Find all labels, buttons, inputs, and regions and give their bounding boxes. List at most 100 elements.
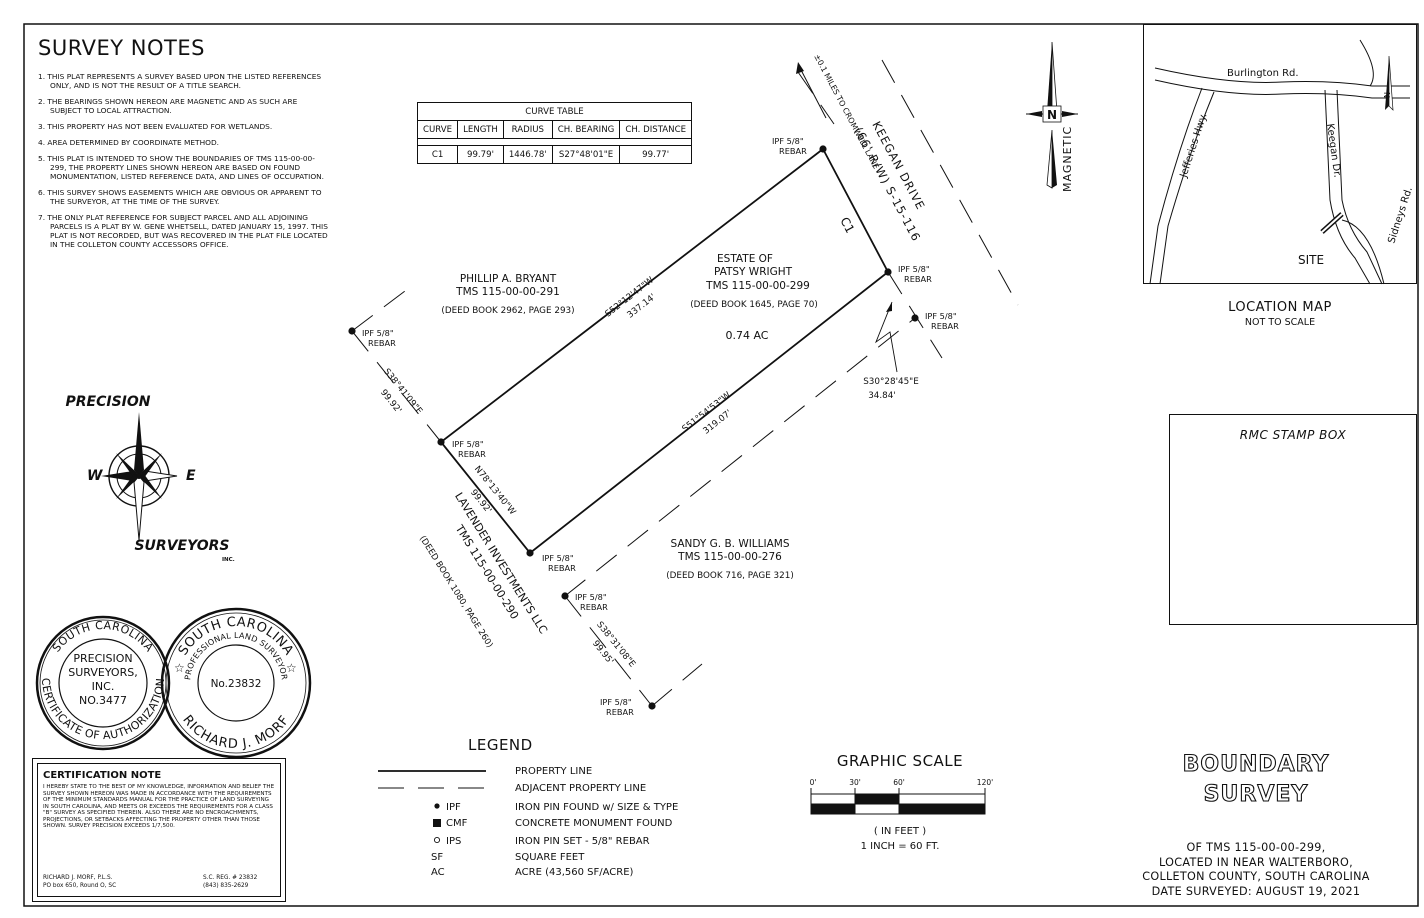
curve-label: C1 bbox=[837, 215, 857, 236]
graphic-scale-caption: ( IN FEET ) 1 INCH = 60 FT. bbox=[800, 824, 1000, 854]
pin-sub-sw: REBAR bbox=[580, 602, 608, 612]
title-sub-line: LOCATED IN NEAR WALTERBORO, bbox=[1159, 855, 1353, 869]
pin-sub-e: REBAR bbox=[904, 274, 932, 284]
pin-sub-s: REBAR bbox=[548, 563, 576, 573]
road-row-line-west bbox=[797, 71, 835, 125]
curve-table-cell: 1446.78' bbox=[502, 145, 553, 164]
graphic-scale-bar bbox=[810, 788, 986, 815]
seal2-star-left: ☆ bbox=[174, 661, 185, 675]
title-sub-line: COLLETON COUNTY, SOUTH CAROLINA bbox=[1142, 870, 1370, 883]
seal1-line3: INC. bbox=[92, 680, 115, 693]
iron-pin-ne bbox=[819, 145, 827, 153]
survey-notes-list: 1. THIS PLAT REPRESENTS A SURVEY BASED U… bbox=[38, 72, 328, 256]
pin-label-sw2: IPF 5/8" bbox=[600, 697, 632, 707]
tie-dist: 34.84' bbox=[868, 391, 896, 401]
compass-e: E bbox=[186, 468, 196, 484]
site-marker bbox=[1320, 212, 1344, 234]
adjacent-line-sw-ext bbox=[651, 663, 703, 707]
company-top: PRECISION bbox=[66, 394, 151, 410]
scale-tick-0: 0' bbox=[810, 778, 817, 787]
curve-table-header: CH. BEARING bbox=[551, 120, 621, 139]
pin-sub-sw2: REBAR bbox=[606, 707, 634, 717]
survey-note: 1. THIS PLAT REPRESENTS A SURVEY BASED U… bbox=[38, 72, 322, 90]
legend-text-6: ACRE (43,560 SF/ACRE) bbox=[515, 867, 634, 878]
williams-name: SANDY G. B. WILLIAMS bbox=[670, 538, 789, 550]
rmc-stamp-box bbox=[1169, 414, 1417, 625]
pin-sub-nw: REBAR bbox=[368, 338, 396, 348]
seal2-star-right: ☆ bbox=[286, 661, 297, 675]
compass-w: W bbox=[87, 468, 103, 484]
survey-note: 4. AREA DETERMINED BY COORDINATE METHOD. bbox=[38, 138, 219, 147]
scale-tick-60: 60' bbox=[893, 778, 905, 787]
curve-table-cell: 99.77' bbox=[619, 145, 693, 164]
curve-table-header: CH. DISTANCE bbox=[619, 120, 693, 139]
pin-label-nw: IPF 5/8" bbox=[362, 328, 394, 338]
compass-rose-icon bbox=[101, 412, 178, 541]
graphic-scale-title: GRAPHIC SCALE bbox=[836, 752, 964, 770]
legend-sym-cmf: CMF bbox=[446, 818, 468, 829]
pin-label-sw: IPF 5/8" bbox=[575, 592, 607, 602]
survey-note: 5. THIS PLAT IS INTENDED TO SHOW THE BOU… bbox=[38, 154, 325, 181]
legend-text-2: IRON PIN FOUND w/ SIZE & TYPE bbox=[515, 802, 678, 813]
scale-tick-120: 120' bbox=[977, 778, 993, 787]
iron-pin-sw bbox=[561, 592, 569, 600]
legend-text-0: PROPERTY LINE bbox=[515, 766, 592, 777]
subject-tms: TMS 115-00-00-299 bbox=[705, 280, 810, 292]
survey-note: 7. THE ONLY PLAT REFERENCE FOR SUBJECT P… bbox=[38, 213, 328, 249]
subject-property-line bbox=[439, 148, 890, 555]
pin-label-s: IPF 5/8" bbox=[542, 553, 574, 563]
survey-note: 6. THIS SURVEY SHOWS EASEMENTS WHICH ARE… bbox=[38, 188, 322, 206]
location-map-box bbox=[1143, 24, 1417, 284]
curve-table: CURVE TABLE CURVE LENGTH RADIUS CH. BEAR… bbox=[416, 102, 693, 164]
iron-pin-w bbox=[437, 438, 445, 446]
curve-table-title: CURVE TABLE bbox=[416, 102, 693, 121]
curve-table-cell: C1 bbox=[416, 145, 459, 164]
legend-sym-ac: AC bbox=[431, 867, 445, 878]
legend-sym-sf: SF bbox=[431, 852, 443, 863]
curve-table-cell: S27°48'01"E bbox=[551, 145, 621, 164]
survey-note: 2. THE BEARINGS SHOWN HEREON ARE MAGNETI… bbox=[38, 97, 298, 115]
surveyor-reg: S.C. REG. # 23832 bbox=[203, 875, 258, 881]
subject-line2: PATSY WRIGHT bbox=[714, 266, 793, 278]
location-map-title: LOCATION MAP bbox=[1228, 300, 1332, 315]
pin-label-ne: IPF 5/8" bbox=[772, 136, 804, 146]
loc-north-letter: N bbox=[1382, 92, 1391, 98]
williams-tms: TMS 115-00-00-276 bbox=[677, 551, 782, 563]
iron-pin-e2 bbox=[911, 314, 919, 322]
adjacent-line-south bbox=[564, 317, 916, 597]
pin-sub-ne: REBAR bbox=[779, 146, 807, 156]
surveyor-address: PO box 650, Round O, SC bbox=[43, 883, 117, 889]
location-map-roads bbox=[1149, 39, 1410, 285]
sheet-border bbox=[23, 23, 1419, 907]
title-block-heading: BOUNDARY SURVEY bbox=[1136, 750, 1376, 810]
rmc-stamp-label: RMC STAMP BOX bbox=[1239, 428, 1347, 442]
graphic-scale-unit: ( IN FEET ) bbox=[873, 826, 927, 837]
tie-bearing: S30°28'45"E bbox=[863, 377, 919, 387]
pin-sub-w: REBAR bbox=[458, 449, 486, 459]
subject-area: 0.74 AC bbox=[725, 329, 768, 342]
title-block-subtitle: OF TMS 115-00-00-299, LOCATED IN NEAR WA… bbox=[1128, 841, 1384, 899]
road-arrow bbox=[799, 67, 827, 119]
curve-table-header: CURVE bbox=[416, 120, 459, 139]
title-line1: BOUNDARY bbox=[1182, 751, 1330, 777]
company-inc: INC. bbox=[222, 557, 235, 563]
north-letter: N bbox=[1047, 108, 1057, 122]
curve-table-cell: 99.79' bbox=[457, 145, 504, 164]
bryant-tms: TMS 115-00-00-291 bbox=[455, 286, 560, 298]
pin-label-w: IPF 5/8" bbox=[452, 439, 484, 449]
road-row-line-east bbox=[881, 59, 1019, 306]
north-arrow-icon bbox=[1026, 41, 1078, 189]
seal1-line1: PRECISION bbox=[73, 652, 132, 665]
legend-text-4: IRON PIN SET - 5/8" REBAR bbox=[515, 836, 650, 847]
scale-tick-30: 30' bbox=[849, 778, 861, 787]
title-line2: SURVEY bbox=[1203, 781, 1309, 807]
location-north-icon bbox=[1385, 55, 1394, 111]
surveyor-phone: (843) 835-2629 bbox=[203, 883, 249, 889]
loc-road-burlington: Burlington Rd. bbox=[1227, 68, 1299, 79]
certification-title: CERTIFICATION NOTE bbox=[43, 770, 162, 781]
iron-pin-e bbox=[884, 268, 892, 276]
pin-label-e: IPF 5/8" bbox=[898, 264, 930, 274]
legend-title: LEGEND bbox=[468, 736, 533, 754]
surveyor-seal bbox=[160, 607, 312, 759]
